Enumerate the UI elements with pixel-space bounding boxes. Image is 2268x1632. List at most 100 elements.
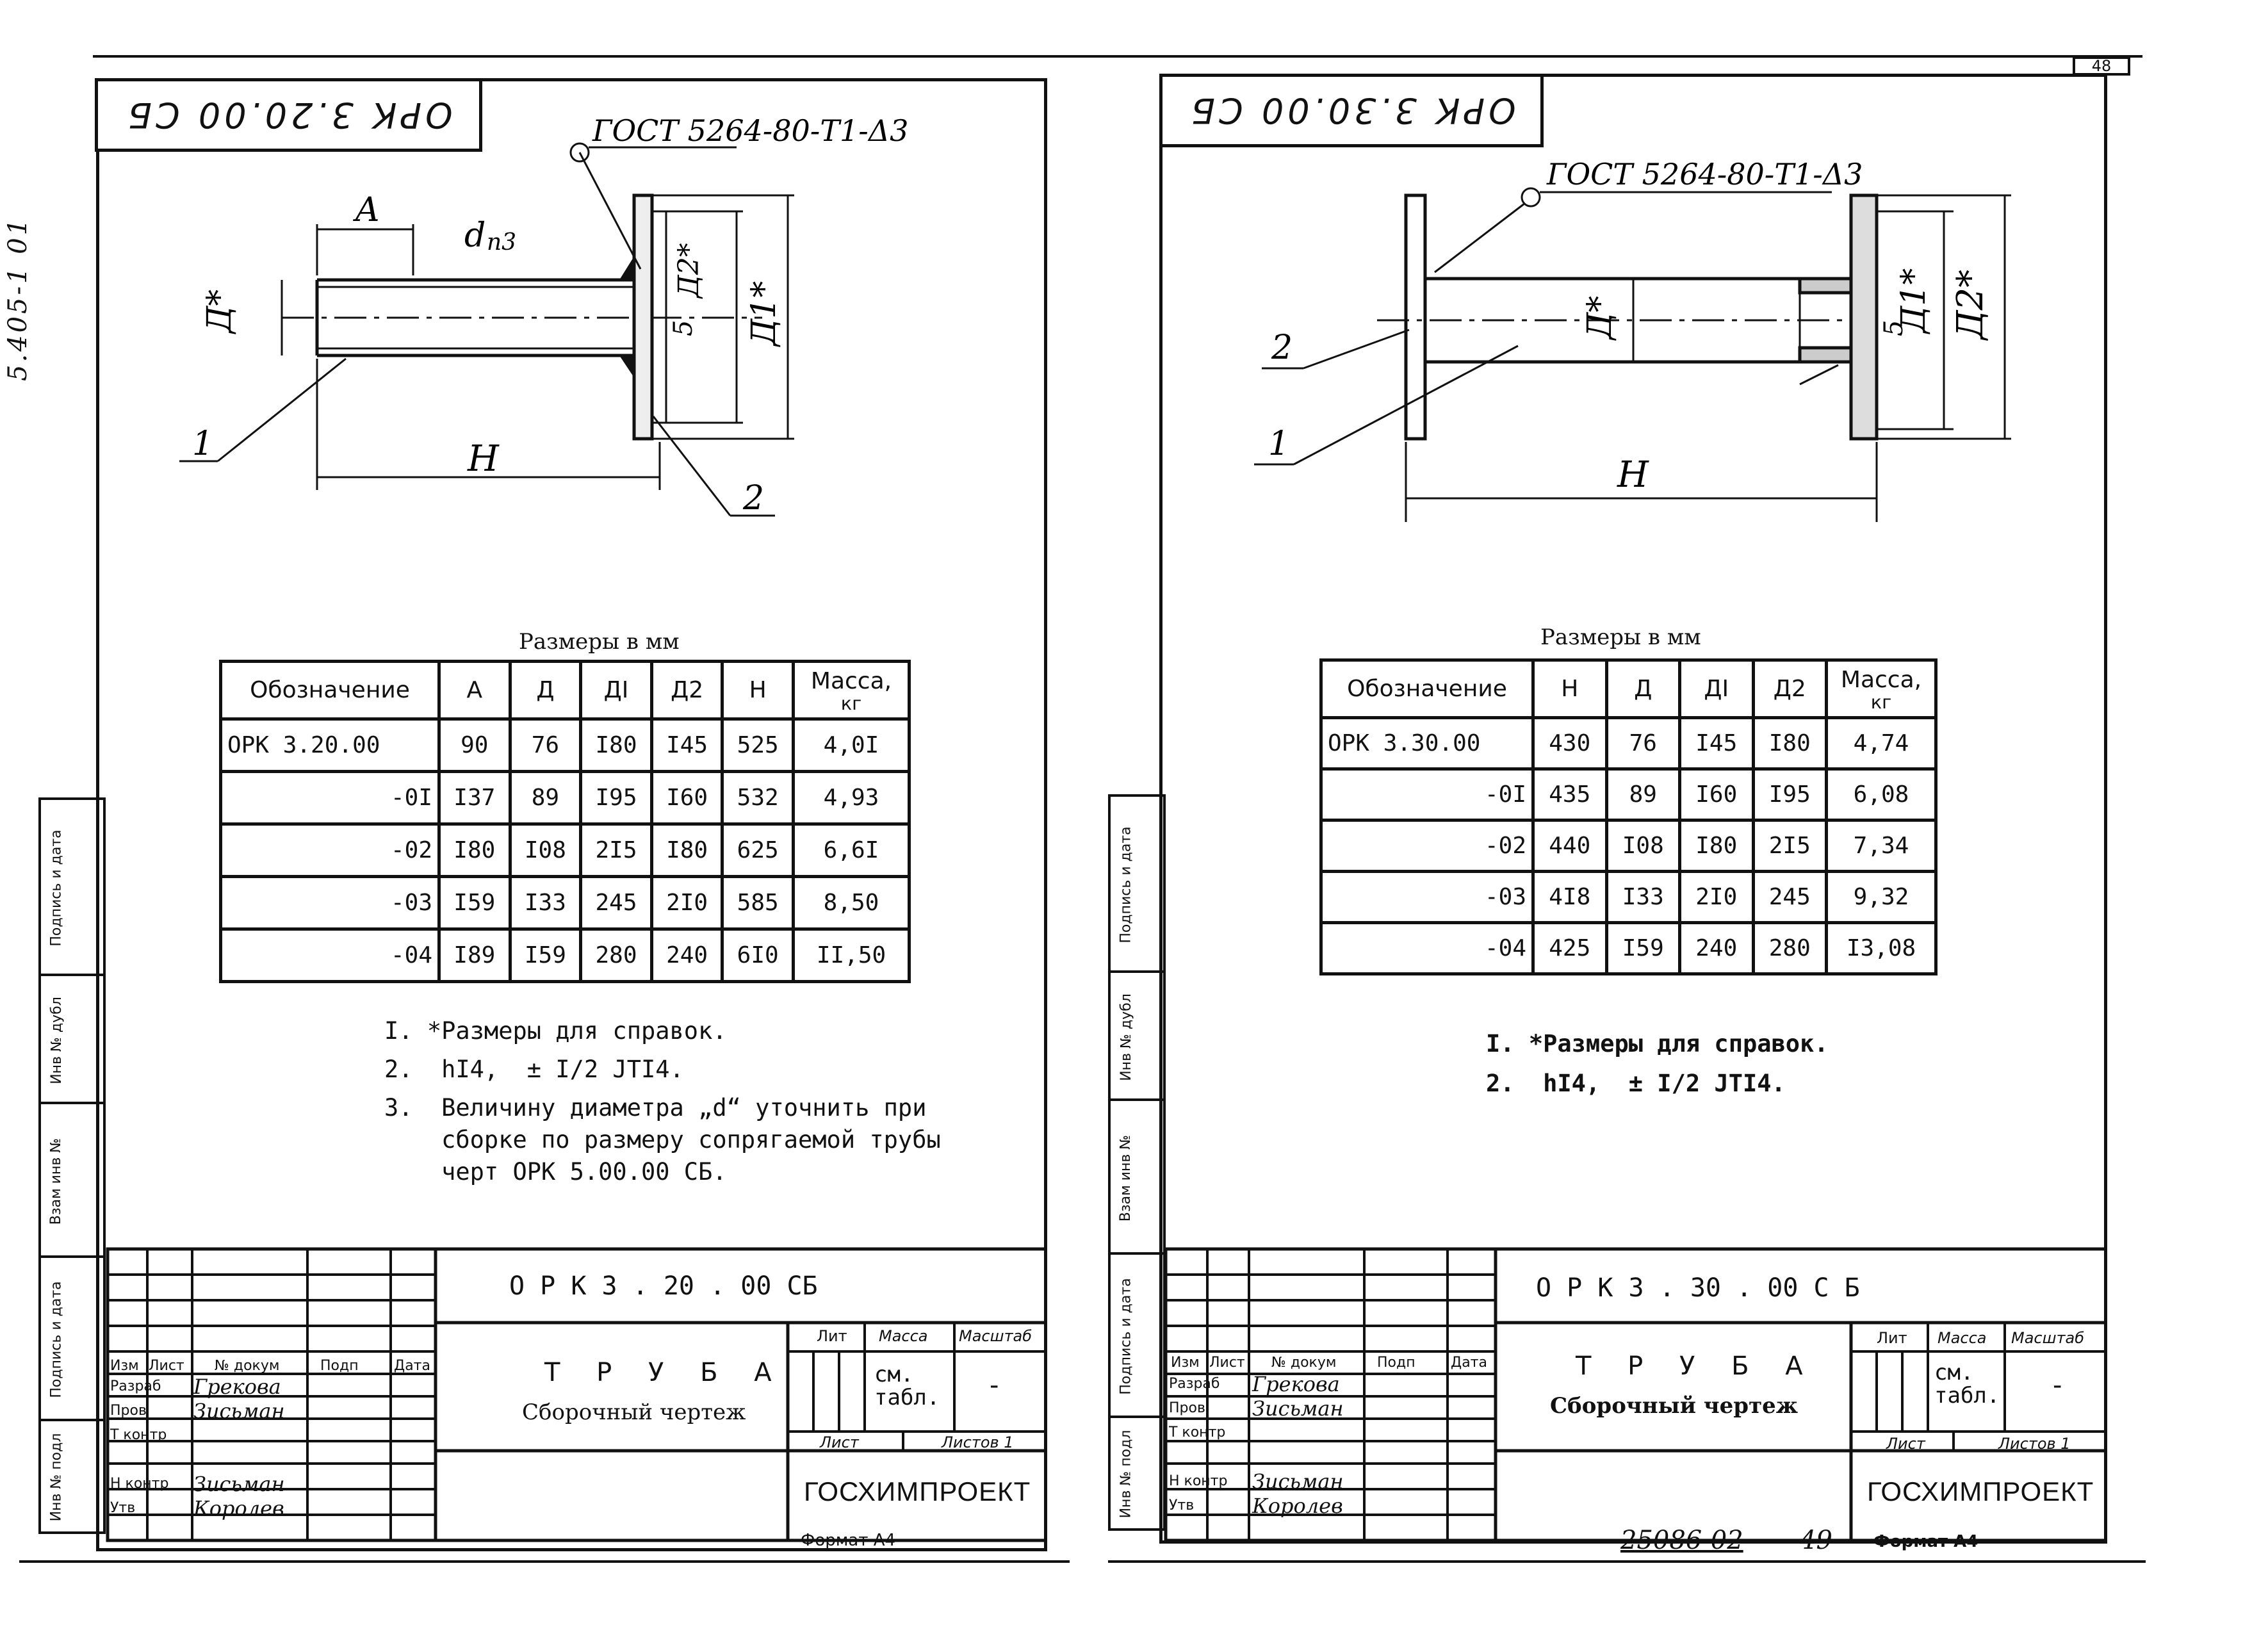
value-cell: 2I0 [649, 875, 724, 931]
right-tb-col-data: Дата [1451, 1355, 1487, 1371]
left-label-A: A [353, 191, 380, 229]
right-tb-col-list: Лист [1209, 1355, 1245, 1371]
value-cell: I89 [437, 927, 512, 983]
value-cell: 89 [508, 770, 583, 826]
left-tb-listov: Листов 1 [942, 1433, 1014, 1451]
right-label-part2: 2 [1271, 329, 1293, 367]
signer-role: Разраб [1169, 1376, 1220, 1392]
left-label-D: Д* [200, 290, 239, 334]
th-oboznachenie: Обозначение [219, 660, 441, 721]
value-cell: 89 [1604, 767, 1681, 822]
left-tb-designation: О Р К 3 . 20 . 00 СБ [509, 1271, 818, 1301]
left-note-3: 3. Величину диаметра „d“ уточнить при [384, 1094, 927, 1122]
value-cell: I45 [1678, 716, 1755, 771]
value-cell: 240 [1678, 921, 1755, 975]
right-tb-mass-value: см. табл. [1934, 1360, 2000, 1408]
signer-name: Зисьман [1252, 1396, 1344, 1421]
right-tb-name: Т Р У Б А [1576, 1351, 1817, 1381]
value-cell: 76 [508, 717, 583, 773]
value-cell: I60 [1678, 767, 1755, 822]
value-cell: 6,6I [792, 822, 911, 878]
left-label-part2: 2 [742, 479, 764, 518]
value-cell: 90 [437, 717, 512, 773]
left-tb-col-list: Лист [149, 1358, 184, 1374]
th-D1: ДI [1678, 658, 1755, 719]
right-code-stamp: ОРК 3.30.00 СБ [1159, 74, 1544, 147]
value-cell: I80 [649, 822, 724, 878]
th-D: Д [508, 660, 583, 721]
th-massa-label: Масса, [1840, 666, 1922, 693]
right-inventory-number: 25086-02 [1620, 1526, 1743, 1555]
th-D1: ДI [579, 660, 653, 721]
right-code-stamp-text: ОРК 3.30.00 СБ [1187, 90, 1516, 131]
right-tb-massa: Масса [1938, 1329, 1987, 1347]
th-oboznachenie: Обозначение [1319, 658, 1535, 719]
left-spec-table: Обозначение А Д ДI Д2 Н Масса, кг ОРК 3.… [219, 660, 911, 983]
th-massa: Масса, кг [1825, 658, 1938, 719]
value-cell: I95 [579, 770, 653, 826]
value-cell: I80 [1751, 716, 1828, 771]
th-D2: Д2 [649, 660, 724, 721]
value-cell: 430 [1531, 716, 1608, 771]
signer-name: Зисьман [1252, 1469, 1344, 1494]
signer-name: Зисьман [193, 1472, 285, 1496]
left-tb-col-data: Дата [394, 1358, 430, 1374]
top-frame-line [93, 55, 2142, 58]
left-drawing: A d n3 Д* Д2* 5 Д1* H 1 2 ГОСТ 5264-80-Т… [179, 115, 908, 518]
right-table-caption: Размеры в мм [1540, 624, 1701, 650]
value-cell: 525 [721, 717, 795, 773]
right-strip-label-3: Взам инв № [1118, 1134, 1134, 1221]
signer-role: Т контр [110, 1427, 167, 1443]
signer-role: Н контр [1169, 1473, 1228, 1489]
left-note-5: черт ОРК 5.00.00 СБ. [384, 1158, 727, 1186]
value-cell: 280 [1751, 921, 1828, 975]
right-drawing: ГОСТ 5264-80-Т1-Δ3 Д* 5 Д1* Д2* H 2 1 [1254, 157, 2011, 522]
left-strip-label-1: Подпись и дата [48, 829, 65, 947]
value-cell: I45 [649, 717, 724, 773]
right-label-D: Д* [1581, 296, 1619, 341]
left-tb-list: Лист [820, 1433, 859, 1451]
value-cell: I59 [1604, 921, 1681, 975]
left-flange [632, 193, 654, 441]
left-label-D2: Д2* [673, 243, 705, 299]
left-tb-massa: Масса [879, 1327, 928, 1345]
left-strip-label-2: Инв № дубл [48, 996, 65, 1084]
designation-cell: -03 [1319, 870, 1535, 924]
value-cell: 6,08 [1825, 767, 1938, 822]
signer-name: Грекова [1252, 1372, 1340, 1396]
left-strip-label-4: Подпись и дата [48, 1281, 65, 1398]
left-tb-mass-value: см. табл. [874, 1362, 940, 1410]
table-header-row: Обозначение Н Д ДI Д2 Масса, кг [1319, 658, 1938, 719]
right-tb-listov: Листов 1 [1998, 1435, 2071, 1453]
value-cell: 440 [1531, 819, 1608, 873]
right-tb-col-izm: Изм [1171, 1355, 1200, 1371]
designation-cell: -04 [219, 927, 441, 983]
value-cell: I08 [508, 822, 583, 878]
right-gost-callout: ГОСТ 5264-80-Т1-Δ3 [1546, 157, 1863, 192]
left-table-caption: Размеры в мм [519, 629, 680, 655]
left-label-n3: n3 [487, 229, 516, 256]
signer-name: Королев [193, 1496, 284, 1521]
value-cell: I80 [1678, 819, 1755, 873]
left-label-D1: Д1* [745, 281, 783, 347]
value-cell: II,50 [792, 927, 911, 983]
left-side-strip: Подпись и дата Инв № дубл Взам инв № Под… [38, 797, 106, 1534]
right-left-flange [1404, 193, 1427, 441]
signer-role: Пров [1169, 1400, 1205, 1416]
th-massa-unit: кг [840, 692, 862, 714]
left-tb-col-podp: Подп [320, 1358, 359, 1374]
left-note-2: 2. hI4, ± I/2 ЈТI4. [384, 1056, 684, 1083]
right-title-block-grid [1164, 1247, 2107, 1542]
right-notes: I. *Размеры для справок. 2. hI4, ± I/2 Ј… [1486, 1028, 1829, 1100]
margin-code: 5.405-1 01 [3, 216, 33, 381]
th-D2: Д2 [1751, 658, 1828, 719]
value-cell: 2I5 [1751, 819, 1828, 873]
designation-cell: -02 [1319, 819, 1535, 873]
value-cell: I80 [437, 822, 512, 878]
left-tb-lit: Лит [817, 1327, 847, 1345]
value-cell: I33 [1604, 870, 1681, 924]
